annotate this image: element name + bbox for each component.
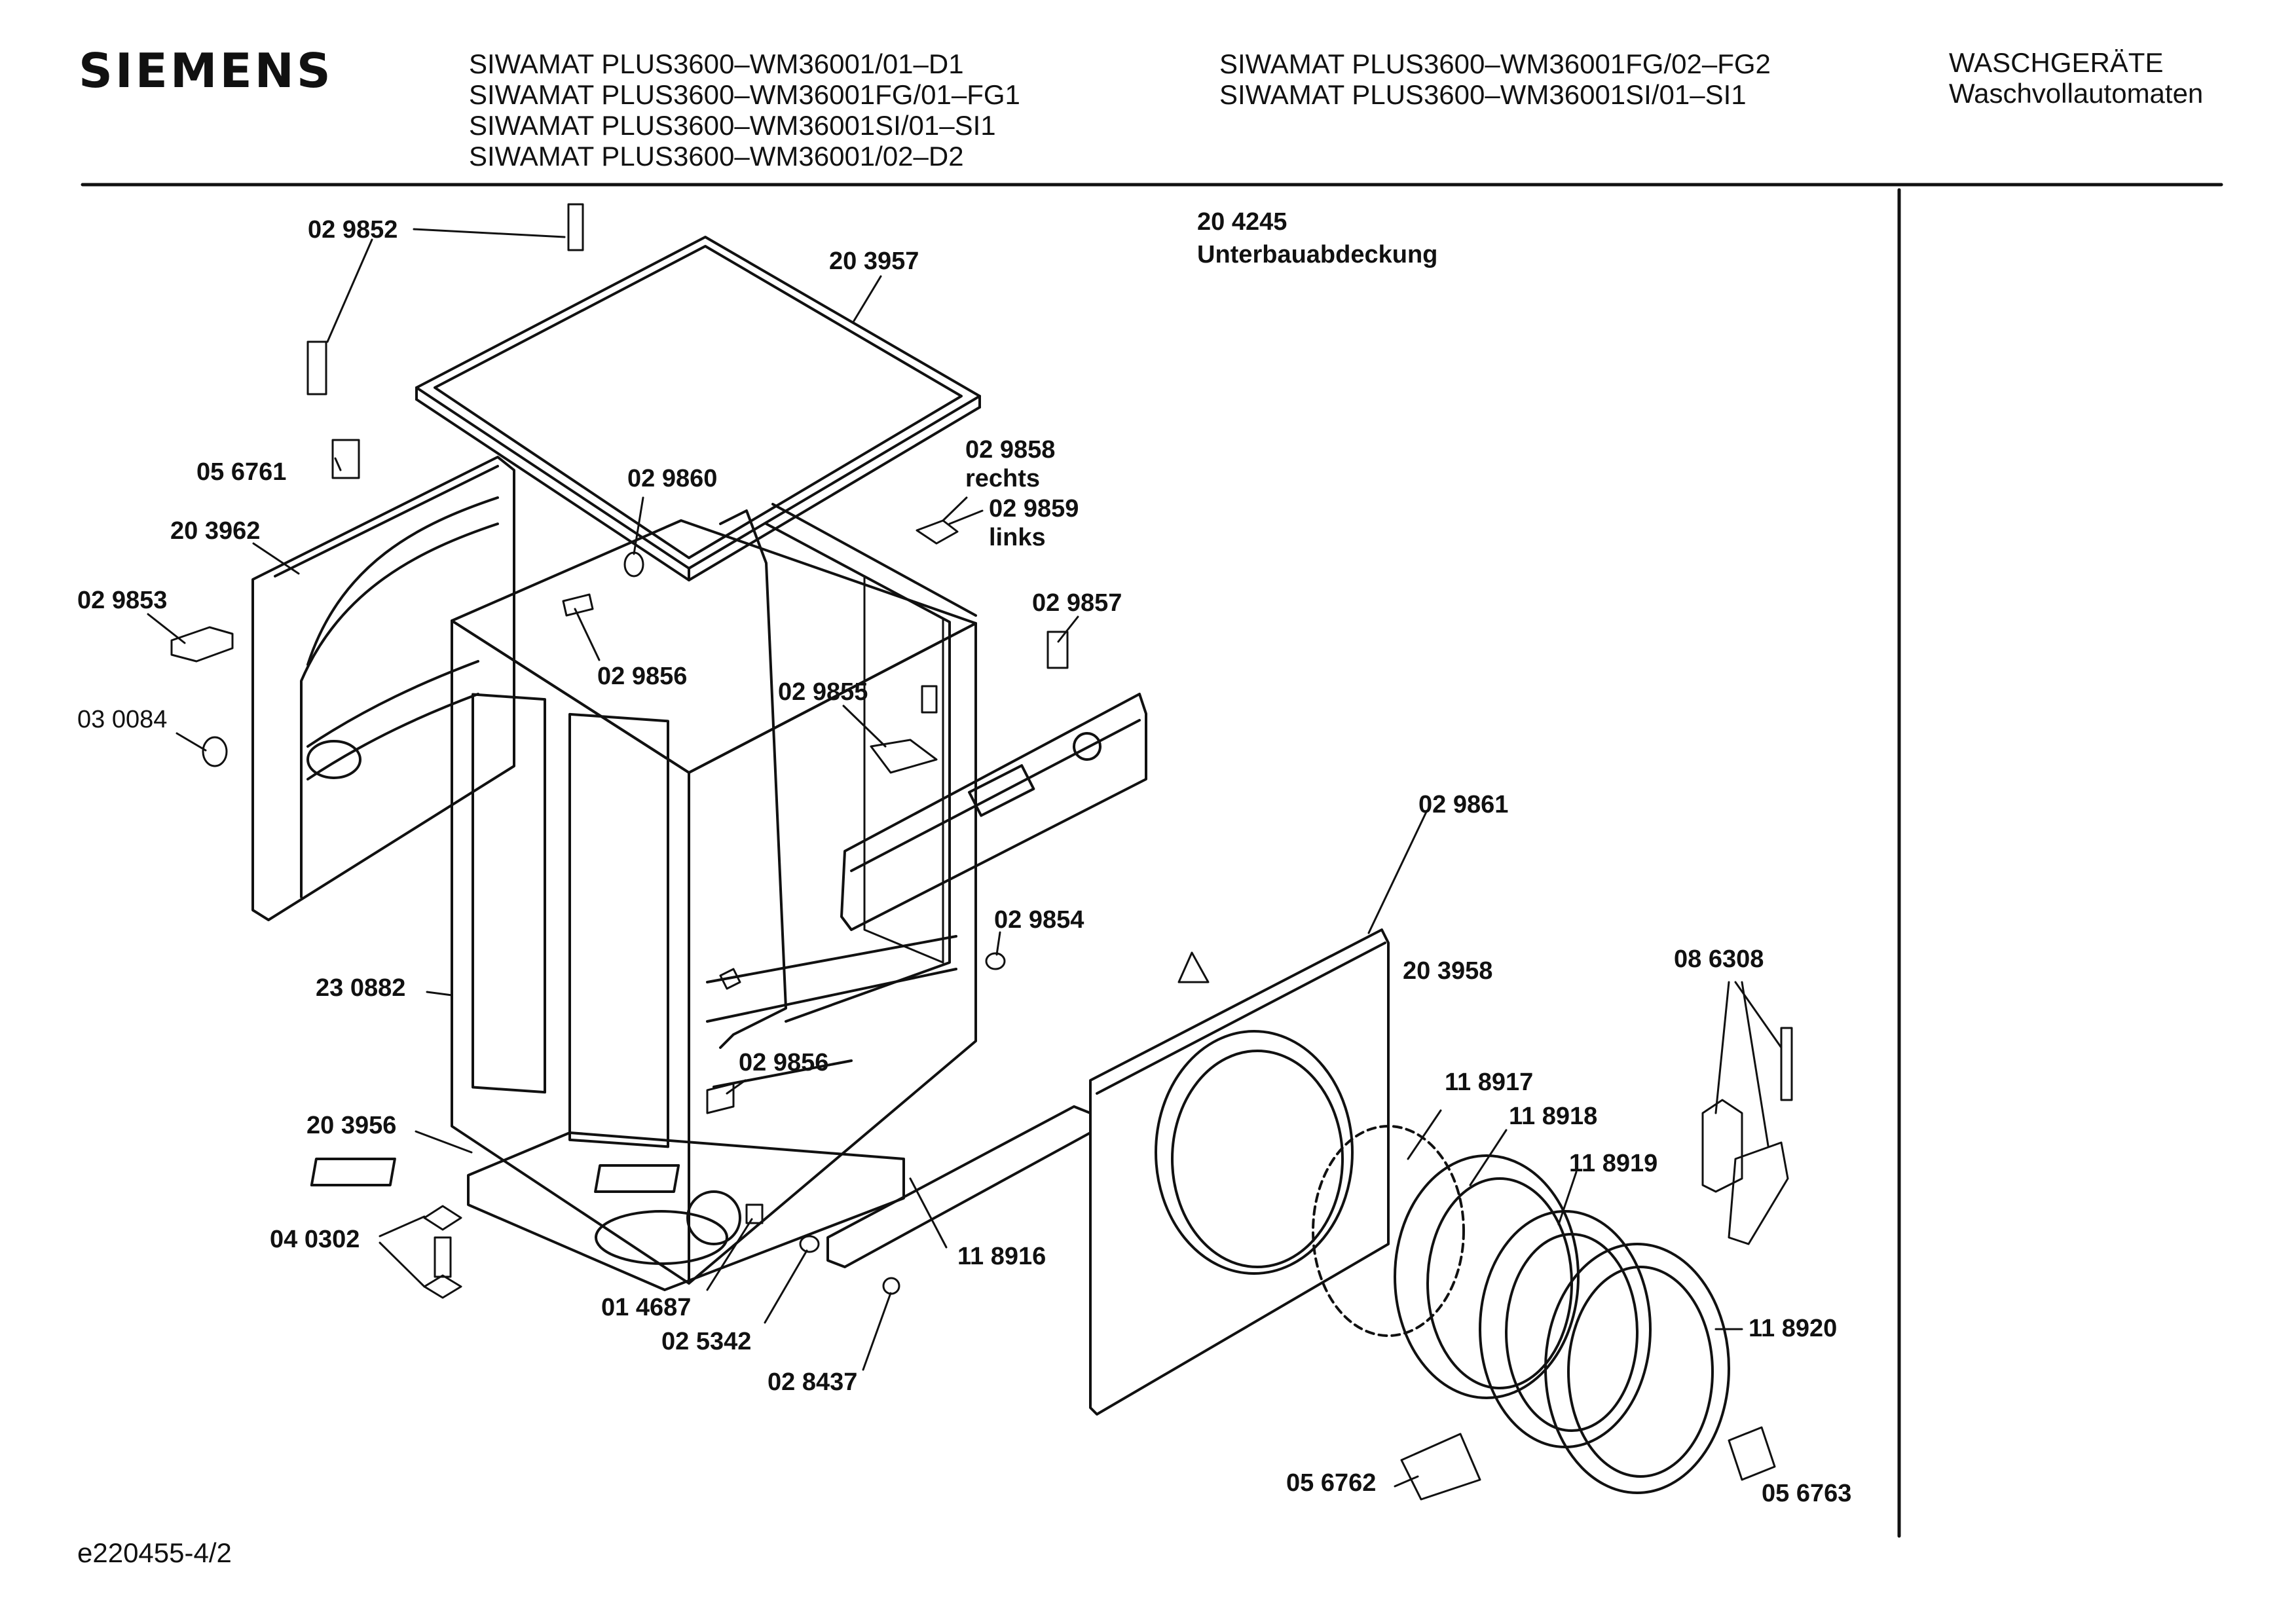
model-line: SIWAMAT PLUS3600–WM36001FG/02–FG2: [1219, 48, 1771, 79]
part-label: 03 0084: [77, 706, 168, 733]
model-line: SIWAMAT PLUS3600–WM36001SI/01–SI1: [469, 110, 996, 141]
leader-lines: [147, 228, 1783, 1488]
part-label: 02 9856: [597, 663, 688, 690]
part-label: 20 3962: [170, 517, 261, 545]
model-line: SIWAMAT PLUS3600–WM36001/02–D2: [469, 141, 964, 172]
part-label: 02 9852: [308, 216, 398, 244]
part-label: 11 8917: [1445, 1069, 1534, 1096]
part-label: 11 8919: [1569, 1150, 1658, 1177]
part-label: 08 6308: [1674, 945, 1764, 973]
part-label: 02 9860: [627, 465, 718, 492]
note-part-number: 20 4245: [1197, 208, 1287, 236]
model-list-1: SIWAMAT PLUS3600–WM36001/01–D1 SIWAMAT P…: [469, 48, 1020, 172]
part-label: 02 9861: [1418, 791, 1509, 818]
part-label: 02 9858: [965, 436, 1056, 464]
model-line: SIWAMAT PLUS3600–WM36001/01–D1: [469, 48, 964, 79]
part-label: 02 8437: [768, 1368, 858, 1396]
note-part-name: Unterbauabdeckung: [1197, 241, 1438, 268]
part-label: 20 3957: [829, 247, 919, 275]
door-assembly: [1312, 1125, 1730, 1494]
part-label: 05 6761: [196, 458, 287, 486]
part-label: 02 9855: [778, 678, 868, 706]
part-label: 02 9859: [989, 495, 1079, 522]
category-block: WASCHGERÄTE Waschvollautomaten: [1949, 47, 2203, 109]
part-label: 11 8920: [1749, 1315, 1838, 1342]
control-panel-bracket: [840, 693, 1147, 931]
part-label: links: [989, 524, 1046, 551]
top-cover: [415, 236, 981, 581]
part-label: 02 9854: [994, 906, 1084, 934]
part-label: 20 3958: [1403, 957, 1493, 985]
siemens-logo: SIEMENS: [79, 43, 333, 98]
part-label: 23 0882: [316, 974, 406, 1002]
part-label: 04 0302: [270, 1226, 360, 1253]
cabinet-frame: [451, 503, 977, 1285]
part-label: 01 4687: [601, 1294, 692, 1321]
front-panel: [1089, 928, 1390, 1416]
category-subtitle: Waschvollautomaten: [1949, 78, 2204, 109]
model-line: SIWAMAT PLUS3600–WM36001FG/01–FG1: [469, 79, 1020, 110]
part-label: 02 9856: [739, 1049, 829, 1076]
part-label: 11 8916: [957, 1243, 1046, 1270]
category-title: WASCHGERÄTE: [1949, 47, 2164, 78]
part-label: 02 9853: [77, 587, 168, 614]
part-label: 20 3956: [306, 1112, 397, 1139]
part-label: rechts: [965, 465, 1041, 492]
model-line: SIWAMAT PLUS3600–WM36001SI/01–SI1: [1219, 79, 1747, 110]
side-panel: [251, 456, 515, 921]
part-label: 05 6762: [1286, 1469, 1377, 1497]
part-label: 11 8918: [1509, 1103, 1598, 1130]
part-label: 02 9857: [1032, 589, 1122, 617]
part-label: 02 5342: [661, 1328, 752, 1355]
model-list-2: SIWAMAT PLUS3600–WM36001FG/02–FG2 SIWAMA…: [1219, 48, 1771, 110]
hinge: [1400, 1027, 1793, 1501]
part-label: 05 6763: [1762, 1480, 1852, 1507]
document-id: e220455-4/2: [77, 1537, 232, 1568]
base-plate: [310, 1131, 905, 1291]
